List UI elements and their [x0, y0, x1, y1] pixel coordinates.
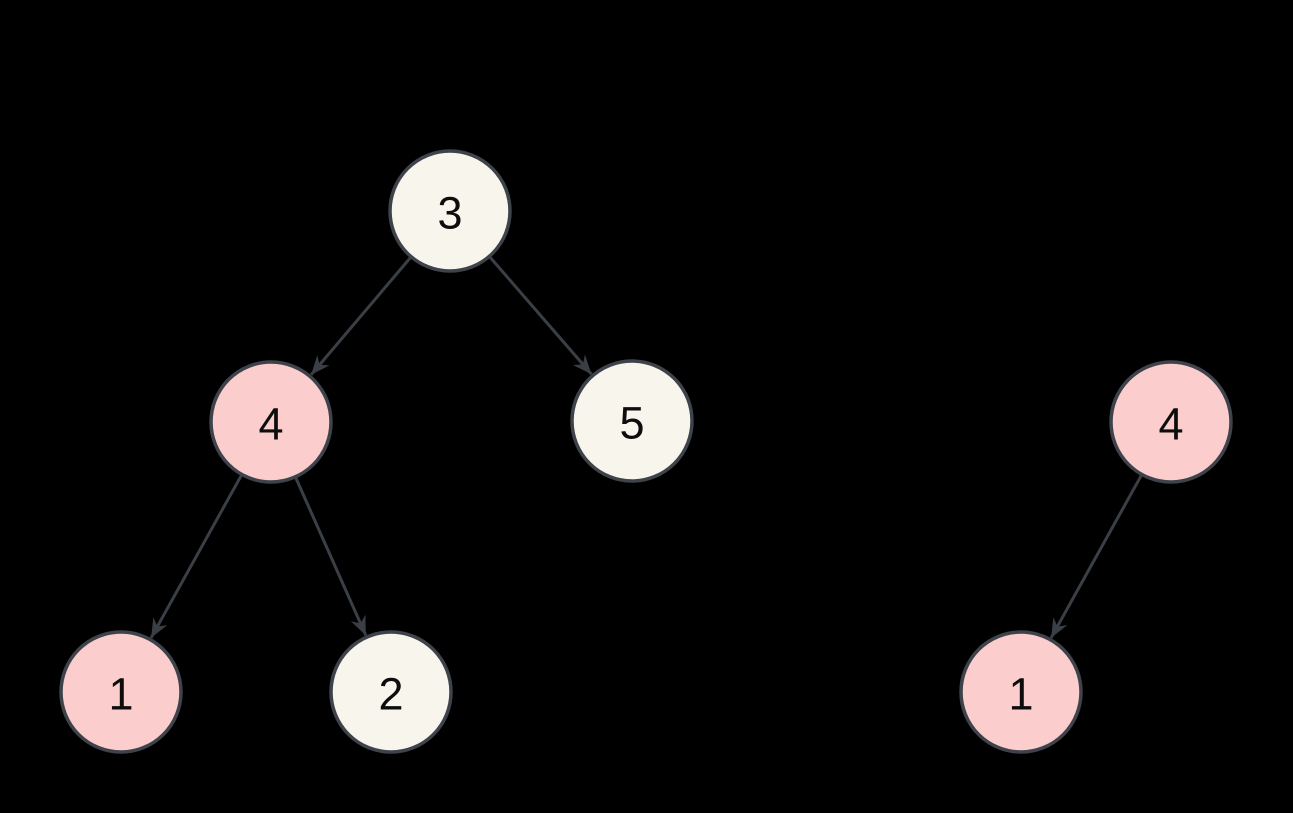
tree-node-circle [59, 630, 183, 754]
arrow-3-to-4 [309, 256, 412, 376]
tree-node-value: 4 [1158, 399, 1183, 450]
binary-tree-left-node-5: 5 [570, 359, 694, 483]
arrow-3-to-5 [488, 256, 593, 376]
binary-tree-left-node-3: 3 [388, 149, 512, 273]
tree-node-circle [1109, 360, 1233, 484]
tree-node-circle [570, 359, 694, 483]
binary-tree-right-node-4: 4 [1109, 360, 1233, 484]
arrow-4-to-1 [149, 474, 243, 639]
binary-tree-left-node-1: 1 [59, 630, 183, 754]
tree-node-value: 1 [108, 669, 133, 720]
tree-node-circle [209, 360, 333, 484]
arrow-4-to-2 [294, 477, 368, 636]
tree-node-value: 4 [258, 399, 283, 450]
binary-tree-right-node-1: 1 [959, 630, 1083, 754]
binary-tree-left-node-4: 4 [209, 360, 333, 484]
tree-node-circle [959, 630, 1083, 754]
binary-tree-left-node-2: 2 [329, 630, 453, 754]
tree-node-circle [388, 149, 512, 273]
tree-node-value: 1 [1008, 669, 1033, 720]
tree-node-value: 5 [619, 398, 644, 449]
tree-node-value: 2 [378, 669, 403, 720]
arrow-4-to-1 [1049, 474, 1143, 639]
tree-node-circle [329, 630, 453, 754]
tree-node-value: 3 [437, 188, 462, 239]
